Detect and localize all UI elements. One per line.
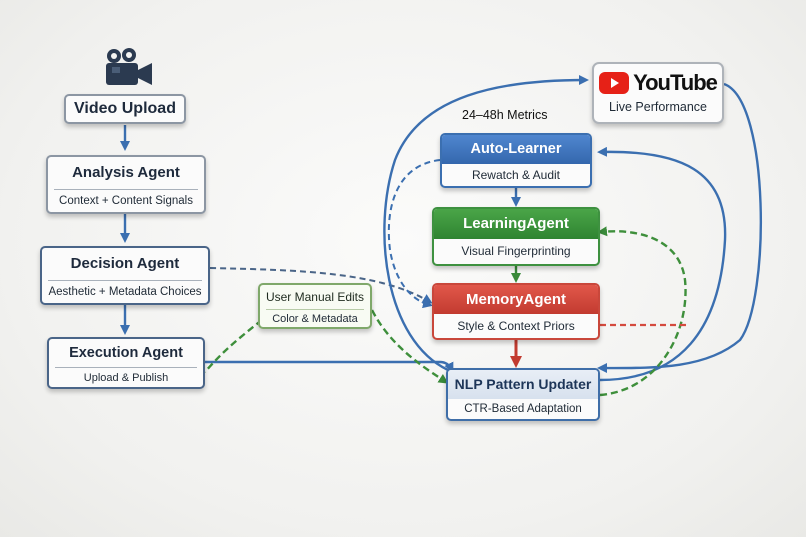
memory-agent-title: MemoryAgent [465,291,566,308]
nlp-pattern-updater-node[interactable]: NLP Pattern Updater CTR-Based Adaptation [446,368,600,421]
memory-agent-header: MemoryAgent [434,285,598,314]
youtube-node[interactable]: YouTube Live Performance [592,62,724,124]
nlp-updater-title: NLP Pattern Updater [454,376,592,392]
execution-agent-subtitle: Upload & Publish [83,372,169,384]
auto-learner-title: Auto-Learner [470,141,562,157]
user-manual-edits-node[interactable]: User Manual Edits Color & Metadata [258,283,372,329]
nlp-updater-subtitle: CTR-Based Adaptation [464,403,582,415]
decision-agent-subtitle: Aesthetic + Metadata Choices [48,286,202,298]
edge-manual-to-execution [204,319,263,373]
edge-manual-to-nlp [370,309,449,384]
youtube-play-icon [599,72,630,94]
edge-nlp-to-autolearner [597,146,727,382]
nlp-updater-header: NLP Pattern Updater [448,370,598,399]
learning-agent-header: LearningAgent [434,209,598,239]
edge-autolearner-to-memory [387,159,441,309]
analysis-agent-subtitle: Context + Content Signals [59,195,193,207]
memory-agent-subtitle: Style & Context Priors [457,319,575,333]
edge-nlp-to-youtube [383,75,589,372]
metrics-window-label: 24–48h Metrics [462,108,548,122]
youtube-subtitle: Live Performance [609,100,707,114]
edge-youtube-to-nlp [597,82,763,374]
user-manual-edits-divider [266,309,364,310]
edge-nlp-to-learning [597,226,687,397]
learning-agent-subtitle: Visual Fingerprinting [461,244,571,258]
youtube-brand: YouTube [633,70,718,95]
analysis-agent-divider [54,189,198,190]
auto-learner-subtitle: Rewatch & Audit [471,168,561,182]
edge-execution-to-nlp [205,360,454,373]
execution-agent-node[interactable]: Execution Agent Upload & Publish [47,337,205,389]
execution-agent-divider [55,367,197,368]
learning-agent-node[interactable]: LearningAgent Visual Fingerprinting [432,207,600,266]
decision-agent-node[interactable]: Decision Agent Aesthetic + Metadata Choi… [40,246,210,305]
video-upload-title: Video Upload [74,100,176,117]
youtube-logo: YouTube [594,64,722,96]
decision-agent-divider [48,280,202,281]
analysis-agent-node[interactable]: Analysis Agent Context + Content Signals [46,155,206,214]
user-manual-edits-title: User Manual Edits [265,290,365,304]
decision-agent-title: Decision Agent [70,255,180,272]
auto-learner-header: Auto-Learner [442,135,590,164]
analysis-agent-title: Analysis Agent [72,164,180,181]
auto-learner-node[interactable]: Auto-Learner Rewatch & Audit [440,133,592,188]
user-manual-edits-subtitle: Color & Metadata [272,313,358,325]
execution-agent-title: Execution Agent [69,345,183,361]
video-camera-icon [106,48,152,85]
learning-agent-title: LearningAgent [463,215,569,232]
memory-agent-node[interactable]: MemoryAgent Style & Context Priors [432,283,600,340]
video-upload-node[interactable]: Video Upload [64,94,186,124]
